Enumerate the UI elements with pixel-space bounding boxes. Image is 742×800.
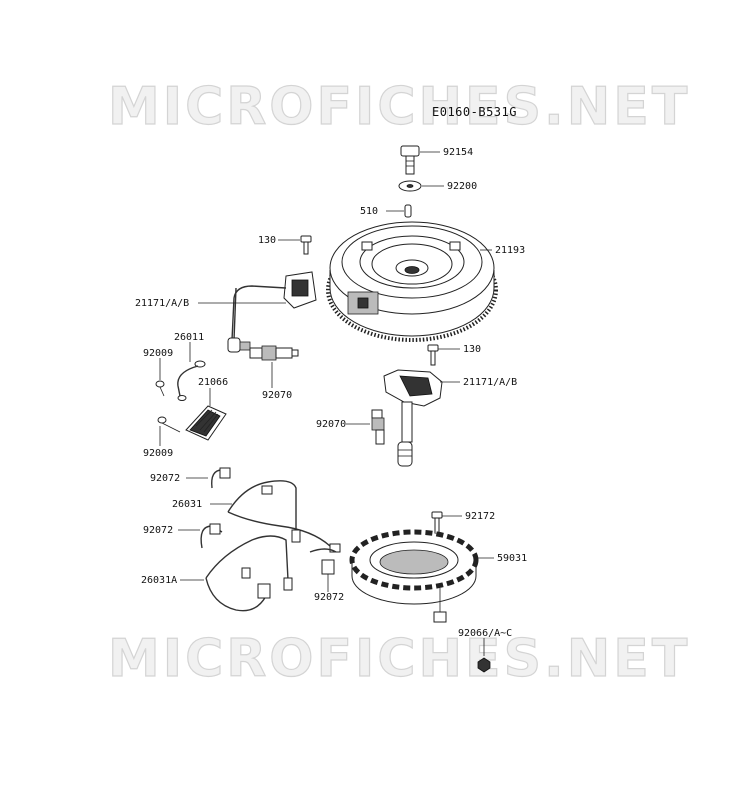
ground-lead-26011[interactable] (177, 360, 206, 401)
bolt-92154[interactable] (400, 145, 420, 175)
bolt-92172[interactable] (431, 511, 443, 535)
screw-92009-top[interactable] (155, 380, 165, 397)
ignition-coil-21171-right[interactable] (383, 369, 443, 467)
label-92009-bottom: 92009 (143, 448, 173, 459)
label-130-top: 130 (258, 235, 276, 246)
label-26011: 26011 (174, 332, 204, 343)
label-92066: 92066/A~C (458, 628, 512, 639)
bolt-130-top[interactable] (300, 235, 312, 255)
label-59031: 59031 (497, 553, 527, 564)
label-92070-right: 92070 (316, 419, 346, 430)
stator-59031[interactable] (349, 529, 479, 623)
label-21193: 21193 (495, 245, 525, 256)
label-92072-top: 92072 (150, 473, 180, 484)
label-92172: 92172 (465, 511, 495, 522)
screw-92009-bottom[interactable] (157, 416, 181, 433)
diagram-code: E0160-B531G (432, 105, 517, 119)
label-130-mid: 130 (463, 344, 481, 355)
spark-plug-92070-right[interactable] (371, 409, 385, 445)
clamp-92072-bottom[interactable] (309, 548, 337, 575)
label-21171-left: 21171/A/B (135, 298, 189, 309)
spark-plug-92070-left[interactable] (249, 345, 299, 361)
harness-26031[interactable] (227, 480, 341, 553)
label-26031: 26031 (172, 499, 202, 510)
label-92072-bottom: 92072 (314, 592, 344, 603)
label-92200: 92200 (447, 181, 477, 192)
watermark-top: MICROFICHES.NET (108, 77, 690, 137)
watermark-bottom: MICROFICHES.NET (108, 629, 690, 689)
label-21171-right: 21171/A/B (463, 377, 517, 388)
label-92072-mid: 92072 (143, 525, 173, 536)
washer-92200[interactable] (398, 180, 422, 192)
bolt-130-mid[interactable] (427, 344, 439, 366)
key-510[interactable] (404, 204, 412, 218)
label-92009-top: 92009 (143, 348, 173, 359)
harness-26031A[interactable] (205, 535, 293, 612)
ignition-coil-21171-left[interactable] (227, 271, 317, 353)
label-26031A: 26031A (141, 575, 177, 586)
label-92154: 92154 (443, 147, 473, 158)
regulator-21066[interactable] (185, 405, 227, 441)
label-21066: 21066 (198, 377, 228, 388)
flywheel-21193[interactable] (326, 221, 498, 342)
clamp-92072-mid[interactable] (200, 523, 223, 549)
clamp-92072-top[interactable] (211, 467, 231, 489)
label-510: 510 (360, 206, 378, 217)
label-92070-left: 92070 (262, 390, 292, 401)
nut-92066[interactable] (477, 657, 491, 673)
